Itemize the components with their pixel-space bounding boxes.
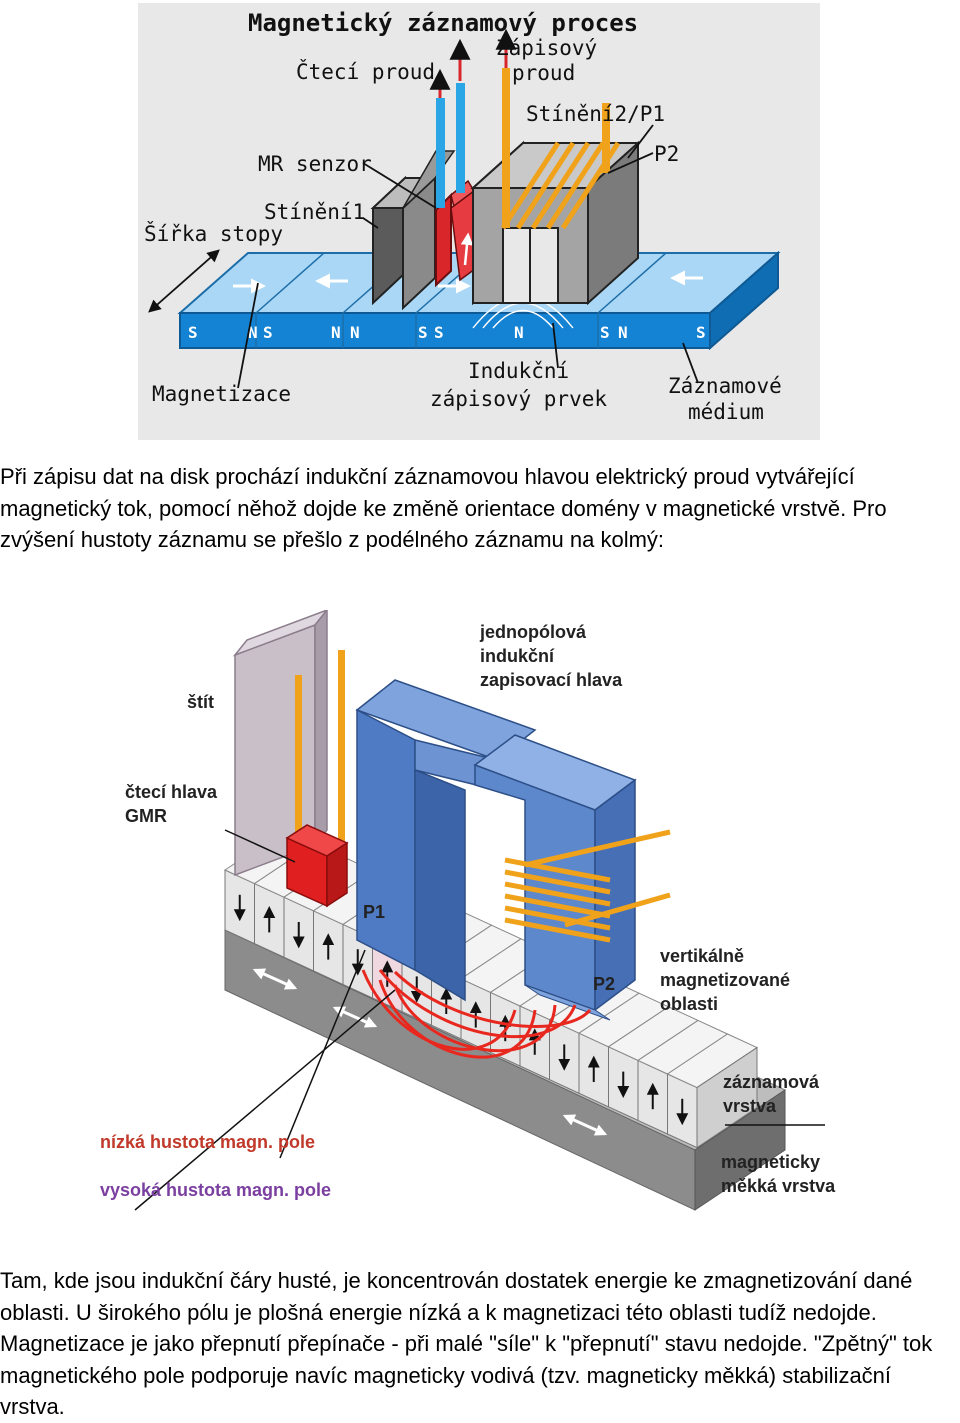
pole-letter: S: [600, 323, 610, 342]
shield-top: [232, 610, 328, 657]
figure-perpendicular-recording: jednopólová indukční zapisovací hlava št…: [100, 610, 836, 1211]
paragraph-explanation: Tam, kde jsou indukční čáry husté, je ko…: [0, 1268, 933, 1419]
pole-letter: S: [188, 323, 198, 342]
pole-p1-front: [356, 708, 416, 972]
pole-p1-side: [414, 768, 466, 1002]
label-shield2-p1: Stínění2/P1: [526, 102, 665, 126]
pole-p2-side: [594, 778, 636, 1012]
write-coil: [500, 141, 621, 230]
write-wire-right: [602, 103, 610, 173]
write-coil-p2: [504, 829, 671, 943]
label-high-field-density: vysoká hustota magn. pole: [100, 1180, 331, 1200]
label-single-pole-head: jednopólová indukční zapisovací hlava: [479, 622, 623, 690]
label-magnetization: Magnetizace: [152, 382, 291, 406]
label-p2: P2: [654, 142, 679, 166]
label-soft-layer: magneticky měkká vrstva: [721, 1152, 836, 1196]
mr-sensor-arrow: [460, 232, 474, 266]
label-read-current: Čtecí proud: [296, 59, 435, 84]
label-pointers: [134, 829, 825, 1211]
pole-letter: N: [618, 323, 628, 342]
pole-letter: N: [331, 323, 341, 342]
label-p2: P2: [593, 974, 615, 994]
read-wire-right: [456, 83, 465, 193]
pole-letter: S: [696, 323, 706, 342]
label-inductive-write-element: Indukční zápisový prvek: [430, 359, 607, 411]
label-p1: P1: [363, 902, 385, 922]
label-low-field-density: nízká hustota magn. pole: [100, 1132, 315, 1152]
gmr-wire: [338, 650, 345, 845]
read-wire-left: [436, 98, 445, 208]
pole-letter: N: [248, 323, 258, 342]
pole-letter: N: [350, 323, 360, 342]
figure-magnetic-recording-process: S N S N N S S N S N S: [138, 3, 820, 440]
label-recording-medium: Záznamové médium: [668, 374, 794, 424]
pole-letter: S: [263, 323, 273, 342]
paragraph-intro: Při zápisu dat na disk prochází indukční…: [0, 464, 887, 552]
label-pointers: [148, 124, 699, 389]
figure1-title: Magnetický záznamový proces: [248, 9, 638, 37]
medium-domain-dividers: [255, 252, 667, 348]
label-vertical-regions: vertikálně magnetizované oblasti: [660, 946, 795, 1014]
medium-front: [179, 312, 711, 349]
write-wire-left: [502, 68, 510, 228]
shield-side: [314, 610, 328, 848]
label-mr-sensor: MR senzor: [258, 152, 372, 176]
pole-letter: S: [418, 323, 428, 342]
pole-letter: N: [514, 323, 524, 342]
pole-letter: S: [434, 323, 444, 342]
label-shield1: Stínění1: [264, 200, 365, 224]
flux-lines: [361, 969, 592, 1059]
label-track-width: Šířka stopy: [144, 221, 283, 246]
soft-layer-side: [694, 1089, 786, 1211]
soft-layer-arrows: [252, 968, 608, 1136]
label-recording-layer: záznamová vrstva: [723, 1072, 824, 1116]
label-write-current: Zápisový proud: [496, 36, 610, 85]
mr-sensor: [435, 192, 452, 288]
shield-wire: [295, 675, 302, 850]
recording-layer-side: [696, 1046, 758, 1149]
head-top-left: [355, 679, 537, 761]
pole-letters: S N S N N S S N S N S: [188, 323, 706, 342]
gmr-read-head-side: [326, 841, 348, 908]
label-gmr-read-head: čtecí hlava GMR: [125, 782, 222, 826]
label-shield: štít: [187, 692, 214, 712]
medium-side: [709, 250, 779, 351]
